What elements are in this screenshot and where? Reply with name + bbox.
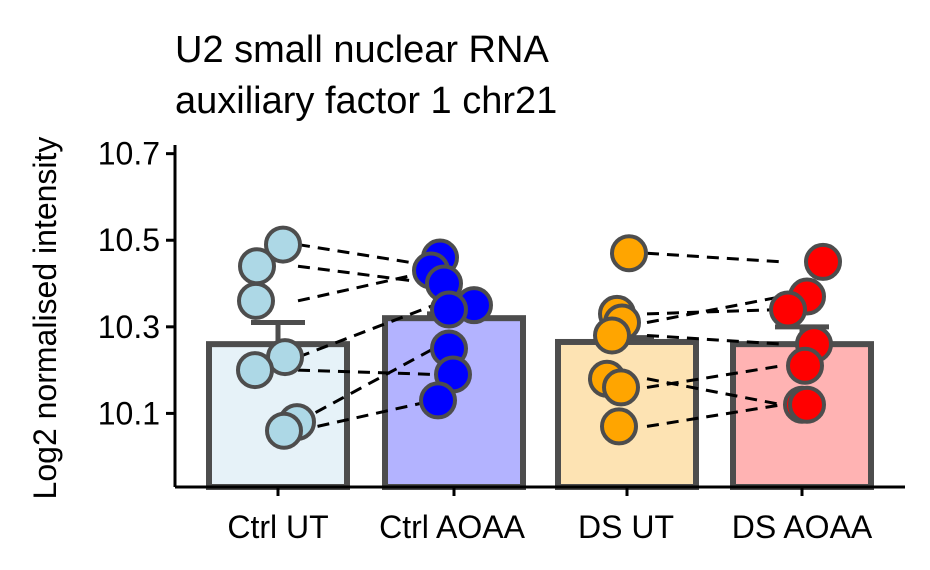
x-tick-label-4: DS AOAA (732, 509, 873, 545)
x-tick-label-2: Ctrl AOAA (379, 509, 525, 545)
point-4-3 (769, 290, 807, 329)
point-3-6 (602, 368, 640, 407)
point-3-1 (610, 234, 648, 273)
point-1-3 (237, 281, 275, 320)
pair-line-1-5 (297, 368, 435, 376)
pair-line-1-2 (297, 264, 435, 286)
point-3-7 (600, 407, 638, 446)
pair-line-2-7 (646, 403, 783, 428)
pair-line-1-6 (297, 347, 435, 424)
x-tick-label-1: Ctrl UT (227, 509, 328, 545)
point-4-1 (804, 242, 842, 281)
pair-line-2-6 (646, 364, 783, 389)
point-4-5 (786, 346, 824, 385)
pair-line-2-3 (646, 295, 783, 324)
point-1-2 (238, 247, 276, 286)
point-2-8 (419, 381, 457, 420)
point-1-1 (264, 225, 302, 264)
pair-line-1-4 (297, 303, 435, 359)
pair-line-1-7 (297, 398, 435, 433)
y-tick-label-2: 10.3 (98, 309, 160, 345)
pair-line-2-1 (646, 251, 783, 264)
point-4-7 (788, 385, 826, 424)
chart-title-line-2: auxiliary factor 1 chr21 (175, 80, 557, 122)
y-tick-label-1: 10.1 (98, 395, 160, 431)
point-3-4 (593, 316, 631, 355)
data-points (236, 225, 842, 450)
point-2-5 (430, 290, 468, 329)
y-tick-label-4: 10.7 (98, 136, 160, 172)
y-tick-label-3: 10.5 (98, 222, 160, 258)
chart-title-line-1: U2 small nuclear RNA (175, 29, 549, 71)
y-axis-title: Log2 normalised intensity (27, 137, 63, 500)
error-bars (251, 311, 829, 345)
pair-line-1-1 (297, 243, 435, 268)
point-1-7 (265, 411, 303, 450)
pair-lines (297, 243, 783, 433)
pair-line-2-2 (646, 308, 783, 316)
pair-line-2-4 (646, 333, 783, 346)
x-tick-label-3: DS UT (578, 509, 674, 545)
pair-line-1-3 (297, 269, 435, 303)
point-1-5 (236, 351, 274, 390)
